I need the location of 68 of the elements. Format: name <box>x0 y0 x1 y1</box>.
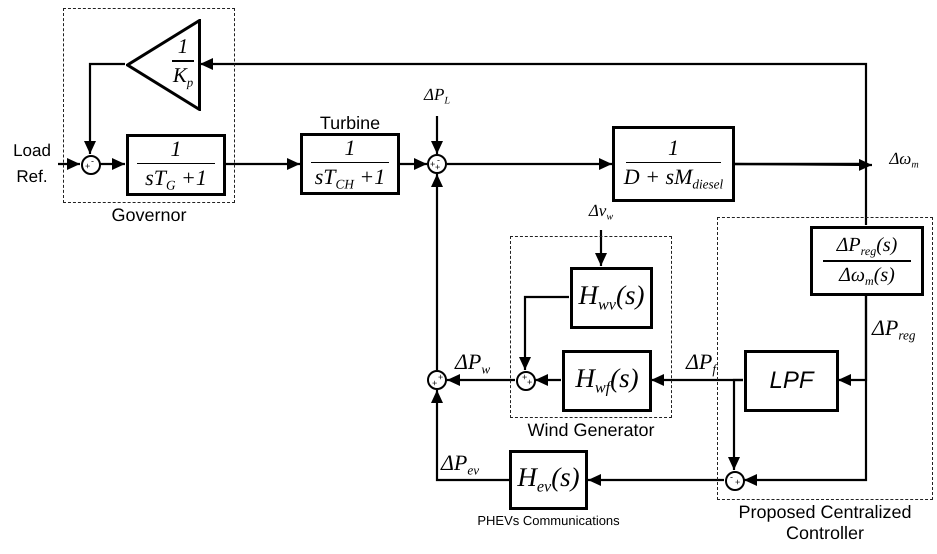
signal-arrow <box>447 158 612 170</box>
signal-arrow <box>431 390 509 482</box>
denominator: K$_{p}$ <box>172 64 194 90</box>
signal-arrow <box>728 378 743 470</box>
transfer-function-block <box>810 226 924 296</box>
signal-arrow <box>431 174 443 370</box>
group-label: Proposed Centralized Controller <box>737 502 913 544</box>
edge-label: ΔP$_{ev}$ <box>441 450 480 475</box>
numerator: 1 <box>344 136 356 160</box>
sign-symbol: - <box>437 156 440 165</box>
signal-line <box>735 162 868 225</box>
numerator: ΔP$_{reg}$(s) <box>836 234 898 258</box>
transfer-function-block <box>126 134 226 196</box>
signal-arrow <box>595 230 607 266</box>
block-label: H$_{wf}$(s) <box>575 364 639 398</box>
signal-arrow <box>519 296 569 370</box>
sign-symbol: + <box>432 379 438 388</box>
denominator: sT$_{CH}$ +1 <box>314 164 386 192</box>
block-heading: Turbine <box>320 113 380 134</box>
numerator: 1 <box>170 137 182 162</box>
block-label: H$_{ev}$(s) <box>517 463 580 497</box>
signal-arrow <box>225 158 300 170</box>
transfer-function-block <box>562 350 652 412</box>
sign-symbol: + <box>85 162 90 171</box>
signal-label: Load Ref. <box>12 140 52 188</box>
denominator: sT$_{G}$ +1 <box>145 166 207 193</box>
block-caption: PHEVs Communications <box>477 513 620 528</box>
sign-symbol: + <box>522 373 528 382</box>
filter-block <box>744 350 839 412</box>
sign-symbol: - <box>730 473 733 482</box>
sign-symbol: + <box>438 373 444 382</box>
group-label: Governor <box>111 205 187 226</box>
signal-arrow <box>400 158 427 170</box>
signal-label: ΔP$_{L}$ <box>422 84 452 109</box>
sign-symbol: - <box>91 157 94 166</box>
signal-arrow <box>535 374 561 386</box>
signal-label: Δv$_{w}$ <box>587 200 614 225</box>
sign-symbol: + <box>527 378 532 387</box>
block-label: LPF <box>769 367 814 395</box>
denominator: D + sM$_{diesel}$ <box>624 165 724 192</box>
signal-arrow <box>431 116 443 154</box>
sign-symbol: + <box>430 160 436 169</box>
summing-junction <box>427 154 447 174</box>
gain-triangle <box>126 19 201 111</box>
signal-arrow <box>744 295 868 486</box>
summing-junction <box>427 370 447 390</box>
edge-label: ΔP$_{reg}$ <box>872 315 916 340</box>
denominator: Δω$_{m}$(s) <box>839 264 895 288</box>
signal-arrow <box>447 374 515 386</box>
numerator: 1 <box>668 136 679 160</box>
signal-arrow <box>58 158 80 170</box>
edge-label: ΔP$_{w}$ <box>455 349 490 374</box>
signal-label: Δω$_{m}$ <box>888 148 920 173</box>
summing-junction <box>81 155 101 175</box>
numerator: 1 <box>178 35 188 58</box>
signal-arrow <box>100 158 125 170</box>
signal-arrow <box>200 58 868 166</box>
block-label: H$_{wv}$(s) <box>578 281 644 315</box>
signal-arrow <box>84 62 125 154</box>
transfer-function-block <box>570 267 653 329</box>
sign-symbol: + <box>435 163 440 172</box>
group-label: Wind Generator <box>527 420 655 441</box>
sign-symbol: + <box>735 478 740 487</box>
transfer-function-block <box>612 126 735 202</box>
edge-label: ΔP$_{f}$ <box>686 349 716 374</box>
signal-arrow <box>588 474 724 486</box>
summing-junction <box>725 471 745 491</box>
summing-junction <box>516 371 536 391</box>
